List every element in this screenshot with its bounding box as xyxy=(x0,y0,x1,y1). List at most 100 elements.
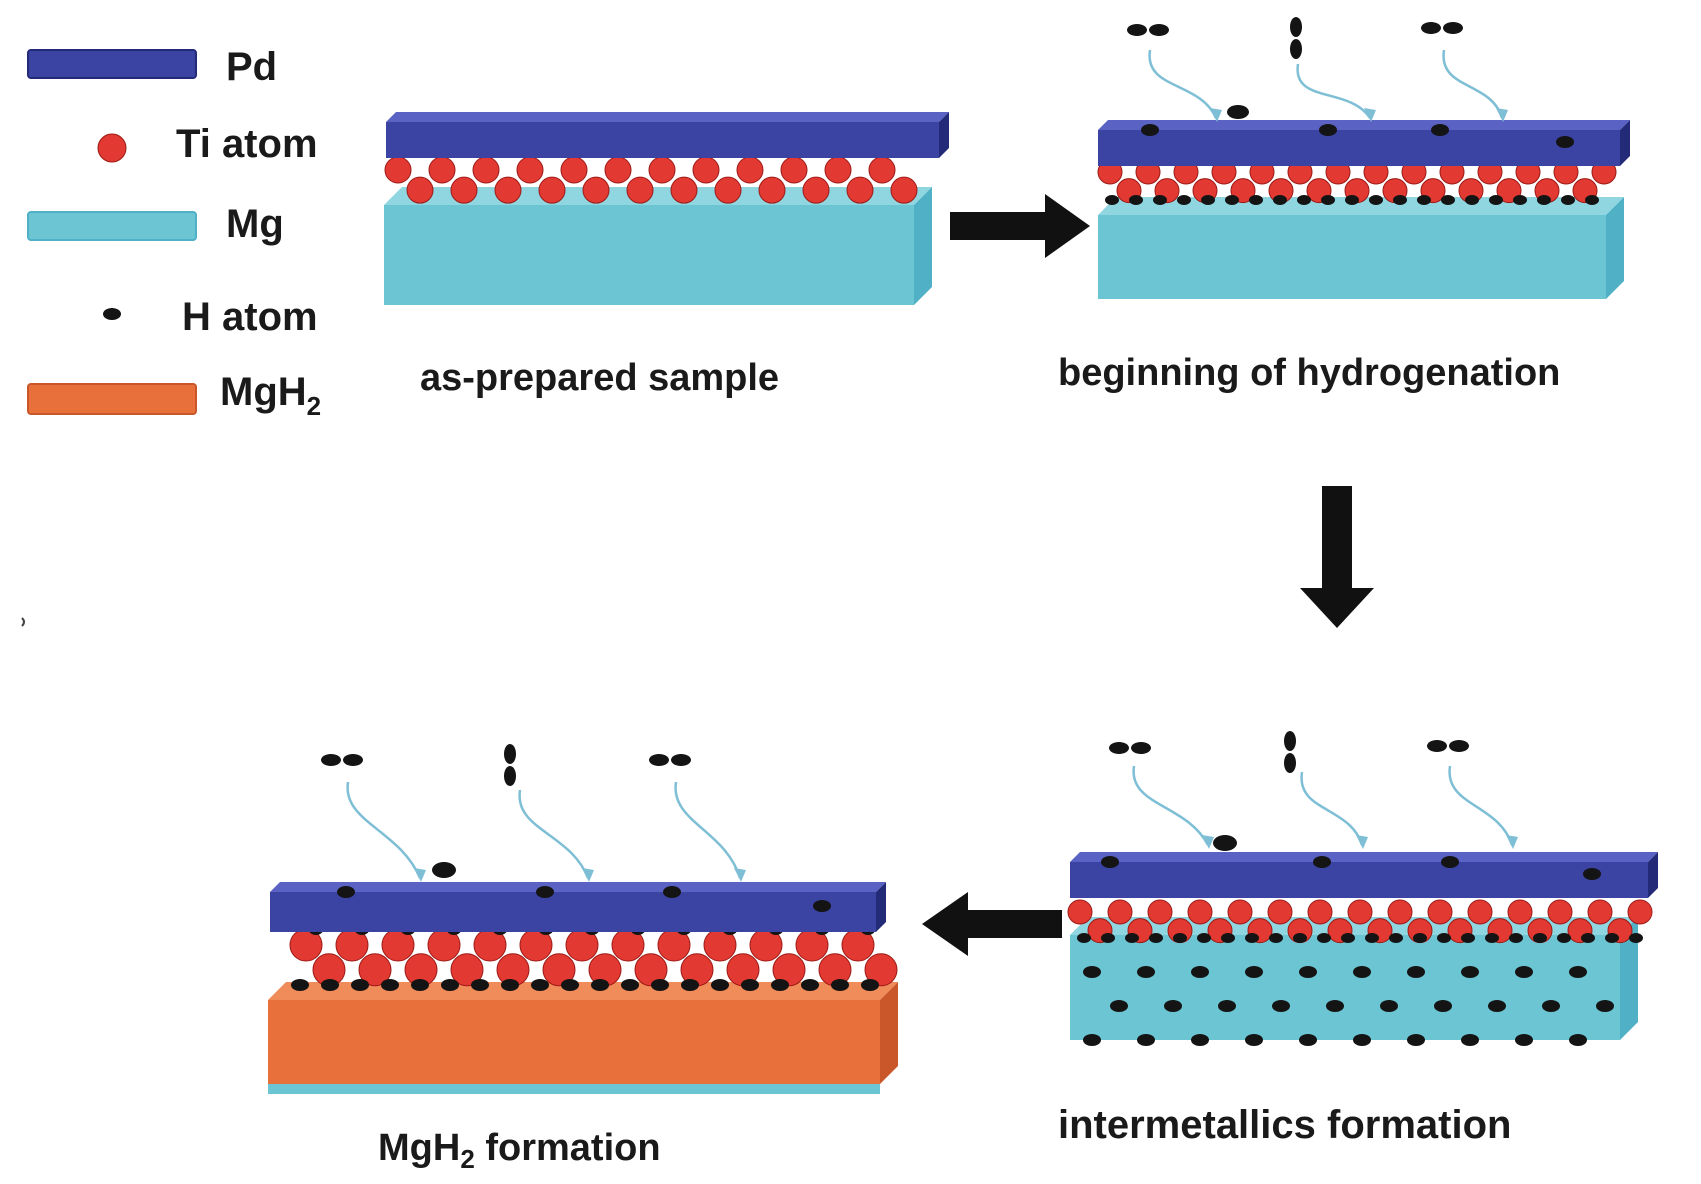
pd-layer-top xyxy=(1098,120,1630,130)
h-atom-icon xyxy=(1149,24,1169,36)
curved-arrow-icon xyxy=(1448,765,1518,849)
h-atom-icon xyxy=(536,886,554,898)
pd-layer-top xyxy=(270,882,886,892)
h-atom-icon xyxy=(1533,933,1547,943)
ti-atom-icon xyxy=(358,953,392,987)
h-atom-icon xyxy=(1149,933,1163,943)
ti-atom-icon xyxy=(780,156,808,184)
h-atom-icon xyxy=(1321,195,1335,205)
h-atom-layer xyxy=(291,925,879,991)
ti-atom-icon xyxy=(450,176,478,204)
h-atom-icon xyxy=(1629,933,1643,943)
curved-arrow-shaft xyxy=(1296,63,1372,119)
curved-arrow-icon xyxy=(1148,49,1222,122)
mg-layer-side xyxy=(1620,917,1638,1040)
curved-arrow-shaft xyxy=(1448,765,1514,846)
h-atom-icon xyxy=(1449,740,1469,752)
h-atom-icon xyxy=(1369,195,1383,205)
ti-atom-layer xyxy=(1097,159,1617,204)
curved-arrow-head xyxy=(1364,108,1376,122)
mg-swatch xyxy=(27,211,197,241)
h-atom-icon xyxy=(1441,195,1455,205)
h-atom-icon xyxy=(1299,1034,1317,1046)
h-atom-layer xyxy=(1105,195,1599,205)
h-atom-icon xyxy=(1515,1034,1533,1046)
pd-layer-front xyxy=(1098,130,1620,166)
ti-atom-icon xyxy=(648,156,676,184)
pd-layer-front xyxy=(1070,862,1648,898)
ti-atom-icon xyxy=(670,176,698,204)
ti-atom-icon xyxy=(494,176,522,204)
pd-layer-front xyxy=(270,892,876,932)
ti-atom-icon xyxy=(450,953,484,987)
ti-atom-icon xyxy=(384,156,412,184)
h-atom-icon xyxy=(671,754,691,766)
h-atom-icon xyxy=(471,979,489,991)
ti-atom-icon xyxy=(634,953,668,987)
h-atom-icon xyxy=(337,886,355,898)
curved-arrow-icon xyxy=(1442,49,1508,122)
ti-atom-icon xyxy=(1227,899,1253,925)
curved-arrow-head xyxy=(734,868,746,882)
h-atom-icon xyxy=(321,979,339,991)
mg-layer-side xyxy=(1606,197,1624,299)
curved-arrow-shaft xyxy=(674,781,742,879)
ti-atom-icon xyxy=(1307,899,1333,925)
mg-layer-front xyxy=(384,205,914,305)
h-atom-icon xyxy=(1427,740,1447,752)
h-atom-icon xyxy=(1313,856,1331,868)
legend-item-pd: Pd xyxy=(27,45,277,89)
legend-label-mg: Mg xyxy=(226,202,284,246)
h-atom-icon xyxy=(1489,195,1503,205)
h-atom-icon xyxy=(1326,1000,1344,1012)
ti-atom-icon xyxy=(582,176,610,204)
caption-intermetallics-formation: intermetallics formation xyxy=(1058,1103,1511,1147)
ti-atom-icon xyxy=(1507,899,1533,925)
h-atom-icon xyxy=(861,979,879,991)
h-atom-icon xyxy=(1581,933,1595,943)
h-atom-icon xyxy=(1299,966,1317,978)
h-atom-icon xyxy=(1273,195,1287,205)
ti-atom-icon xyxy=(428,156,456,184)
ti-atom-icon xyxy=(772,953,806,987)
mg-layer-side xyxy=(914,187,932,305)
mg-layer-front xyxy=(1070,935,1620,1040)
ti-atom-icon xyxy=(846,176,874,204)
curved-arrow-icon xyxy=(1296,63,1376,122)
h-atom-icon xyxy=(411,979,429,991)
h-atom-icon xyxy=(1509,933,1523,943)
h-atom-icon xyxy=(1131,742,1151,754)
h-atom-icon xyxy=(1141,124,1159,136)
h-atom-icon xyxy=(1197,933,1211,943)
mg-layer-front xyxy=(1098,215,1606,299)
h-atom-icon xyxy=(771,979,789,991)
caption-mgh2-formation: MgH2 formation xyxy=(378,1127,661,1174)
ti-atom-icon xyxy=(1587,899,1613,925)
curved-arrow-head xyxy=(1496,108,1508,122)
ti-atom-icon xyxy=(1107,899,1133,925)
h-atom-icon xyxy=(1441,856,1459,868)
h-atom-icon xyxy=(1137,1034,1155,1046)
h-atom-icon xyxy=(1485,933,1499,943)
ti-atom-icon xyxy=(516,156,544,184)
h-atom-icon xyxy=(1297,195,1311,205)
h-atom-icon xyxy=(1173,933,1187,943)
h-atom-icon xyxy=(1109,742,1129,754)
h-atom-icon xyxy=(1110,1000,1128,1012)
pd-layer xyxy=(1098,120,1630,166)
h-atom-icon xyxy=(1272,1000,1290,1012)
h-atom-icon xyxy=(441,979,459,991)
h-atom-icon xyxy=(1077,933,1091,943)
h-atom-icon xyxy=(1596,1000,1614,1012)
h-atom-icon xyxy=(1431,124,1449,136)
h-atom-icon xyxy=(1213,835,1237,851)
mgh2-layer xyxy=(268,982,898,1084)
h-atom-icon xyxy=(1191,1034,1209,1046)
ti-atom-icon xyxy=(406,176,434,204)
ti-atom-icon xyxy=(1187,899,1213,925)
pd-layer-top xyxy=(386,112,949,122)
h-atom-icon xyxy=(1129,195,1143,205)
h-atom-icon xyxy=(1101,856,1119,868)
ti-atom-icon xyxy=(1547,899,1573,925)
curved-arrow-shaft xyxy=(346,781,422,879)
